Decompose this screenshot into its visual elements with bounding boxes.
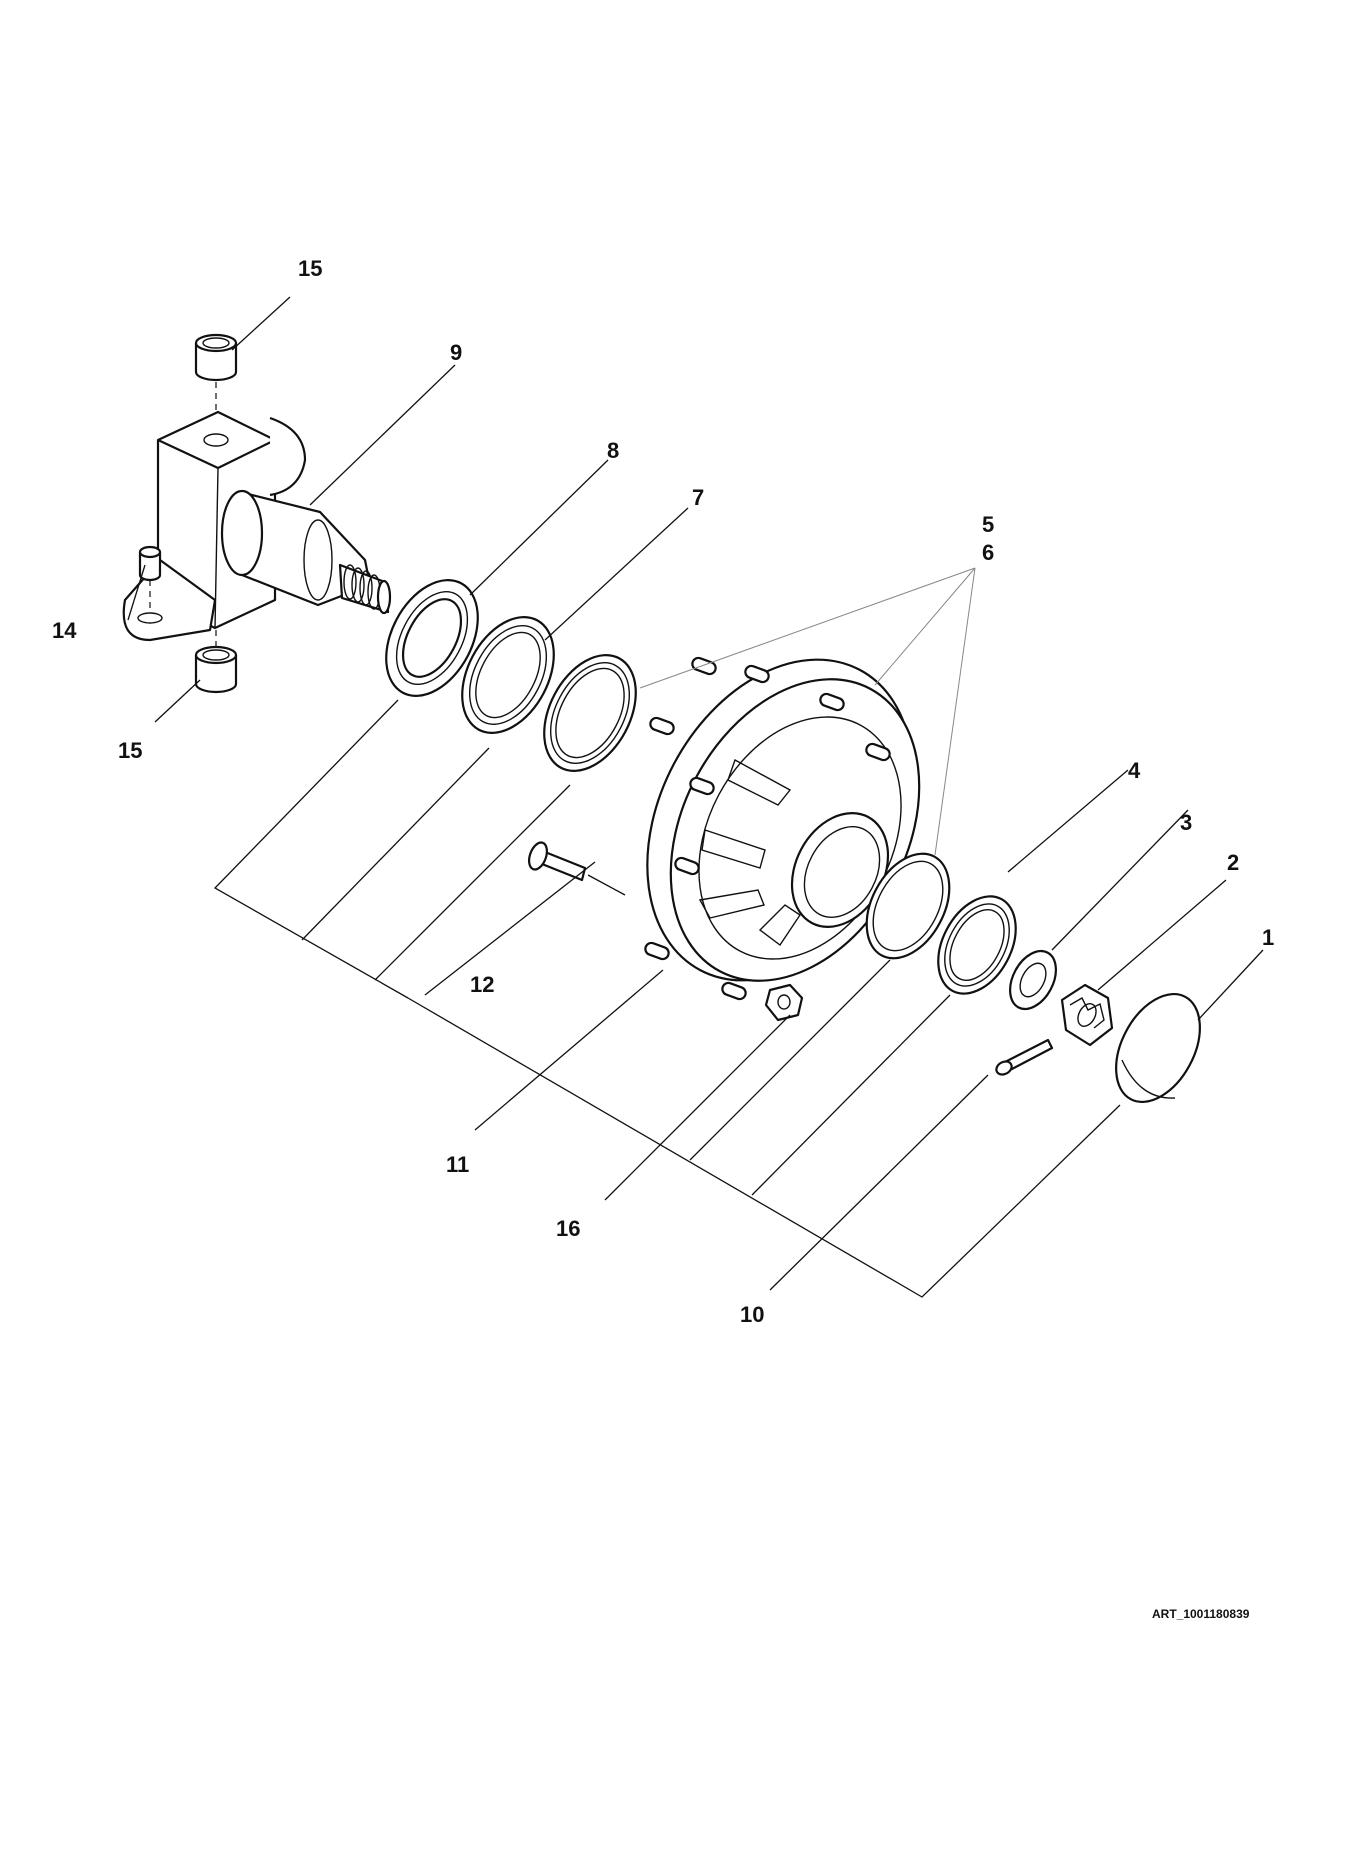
art-reference-id: ART_1001180839 <box>1152 1607 1250 1621</box>
spindle-thread <box>338 563 392 615</box>
cotter-pin-part <box>995 1038 1054 1076</box>
callout-8: 8 <box>607 438 619 463</box>
callout-7: 7 <box>692 485 704 510</box>
callout-10: 10 <box>740 1302 764 1327</box>
callout-6: 6 <box>982 540 994 565</box>
callout-14: 14 <box>52 618 77 643</box>
washer-part <box>1009 949 1057 1011</box>
callout-2: 2 <box>1227 850 1239 875</box>
bushing-bottom-part <box>194 645 238 694</box>
callout-labels: 15 9 8 7 5 6 14 15 4 3 2 1 12 11 16 10 <box>52 256 1274 1327</box>
leader-lines <box>127 296 1264 1298</box>
small-bushing-part <box>138 545 162 582</box>
wheel-studs <box>644 656 891 1001</box>
castle-nut-part <box>1060 983 1114 1047</box>
callout-16: 16 <box>556 1216 580 1241</box>
inner-race-part <box>543 654 637 772</box>
grease-seal-part <box>385 579 479 697</box>
bushing-top-part <box>194 333 238 382</box>
outer-bearing-part <box>937 895 1017 995</box>
dust-cap-part <box>1115 992 1201 1104</box>
callout-15-bottom: 15 <box>118 738 142 763</box>
steering-knuckle <box>122 333 392 694</box>
callout-5: 5 <box>982 512 994 537</box>
inner-bearing-part <box>461 616 555 734</box>
callout-15-top: 15 <box>298 256 322 281</box>
wheel-nut-part <box>764 983 804 1022</box>
callout-12: 12 <box>470 972 494 997</box>
outer-race-part <box>865 852 951 960</box>
callout-1: 1 <box>1262 925 1274 950</box>
wheel-hub-part <box>644 656 921 1001</box>
callout-4: 4 <box>1128 758 1141 783</box>
wheel-bolt-part <box>527 841 587 882</box>
callout-11: 11 <box>446 1152 469 1177</box>
callout-9: 9 <box>450 340 462 365</box>
callout-3: 3 <box>1180 810 1192 835</box>
